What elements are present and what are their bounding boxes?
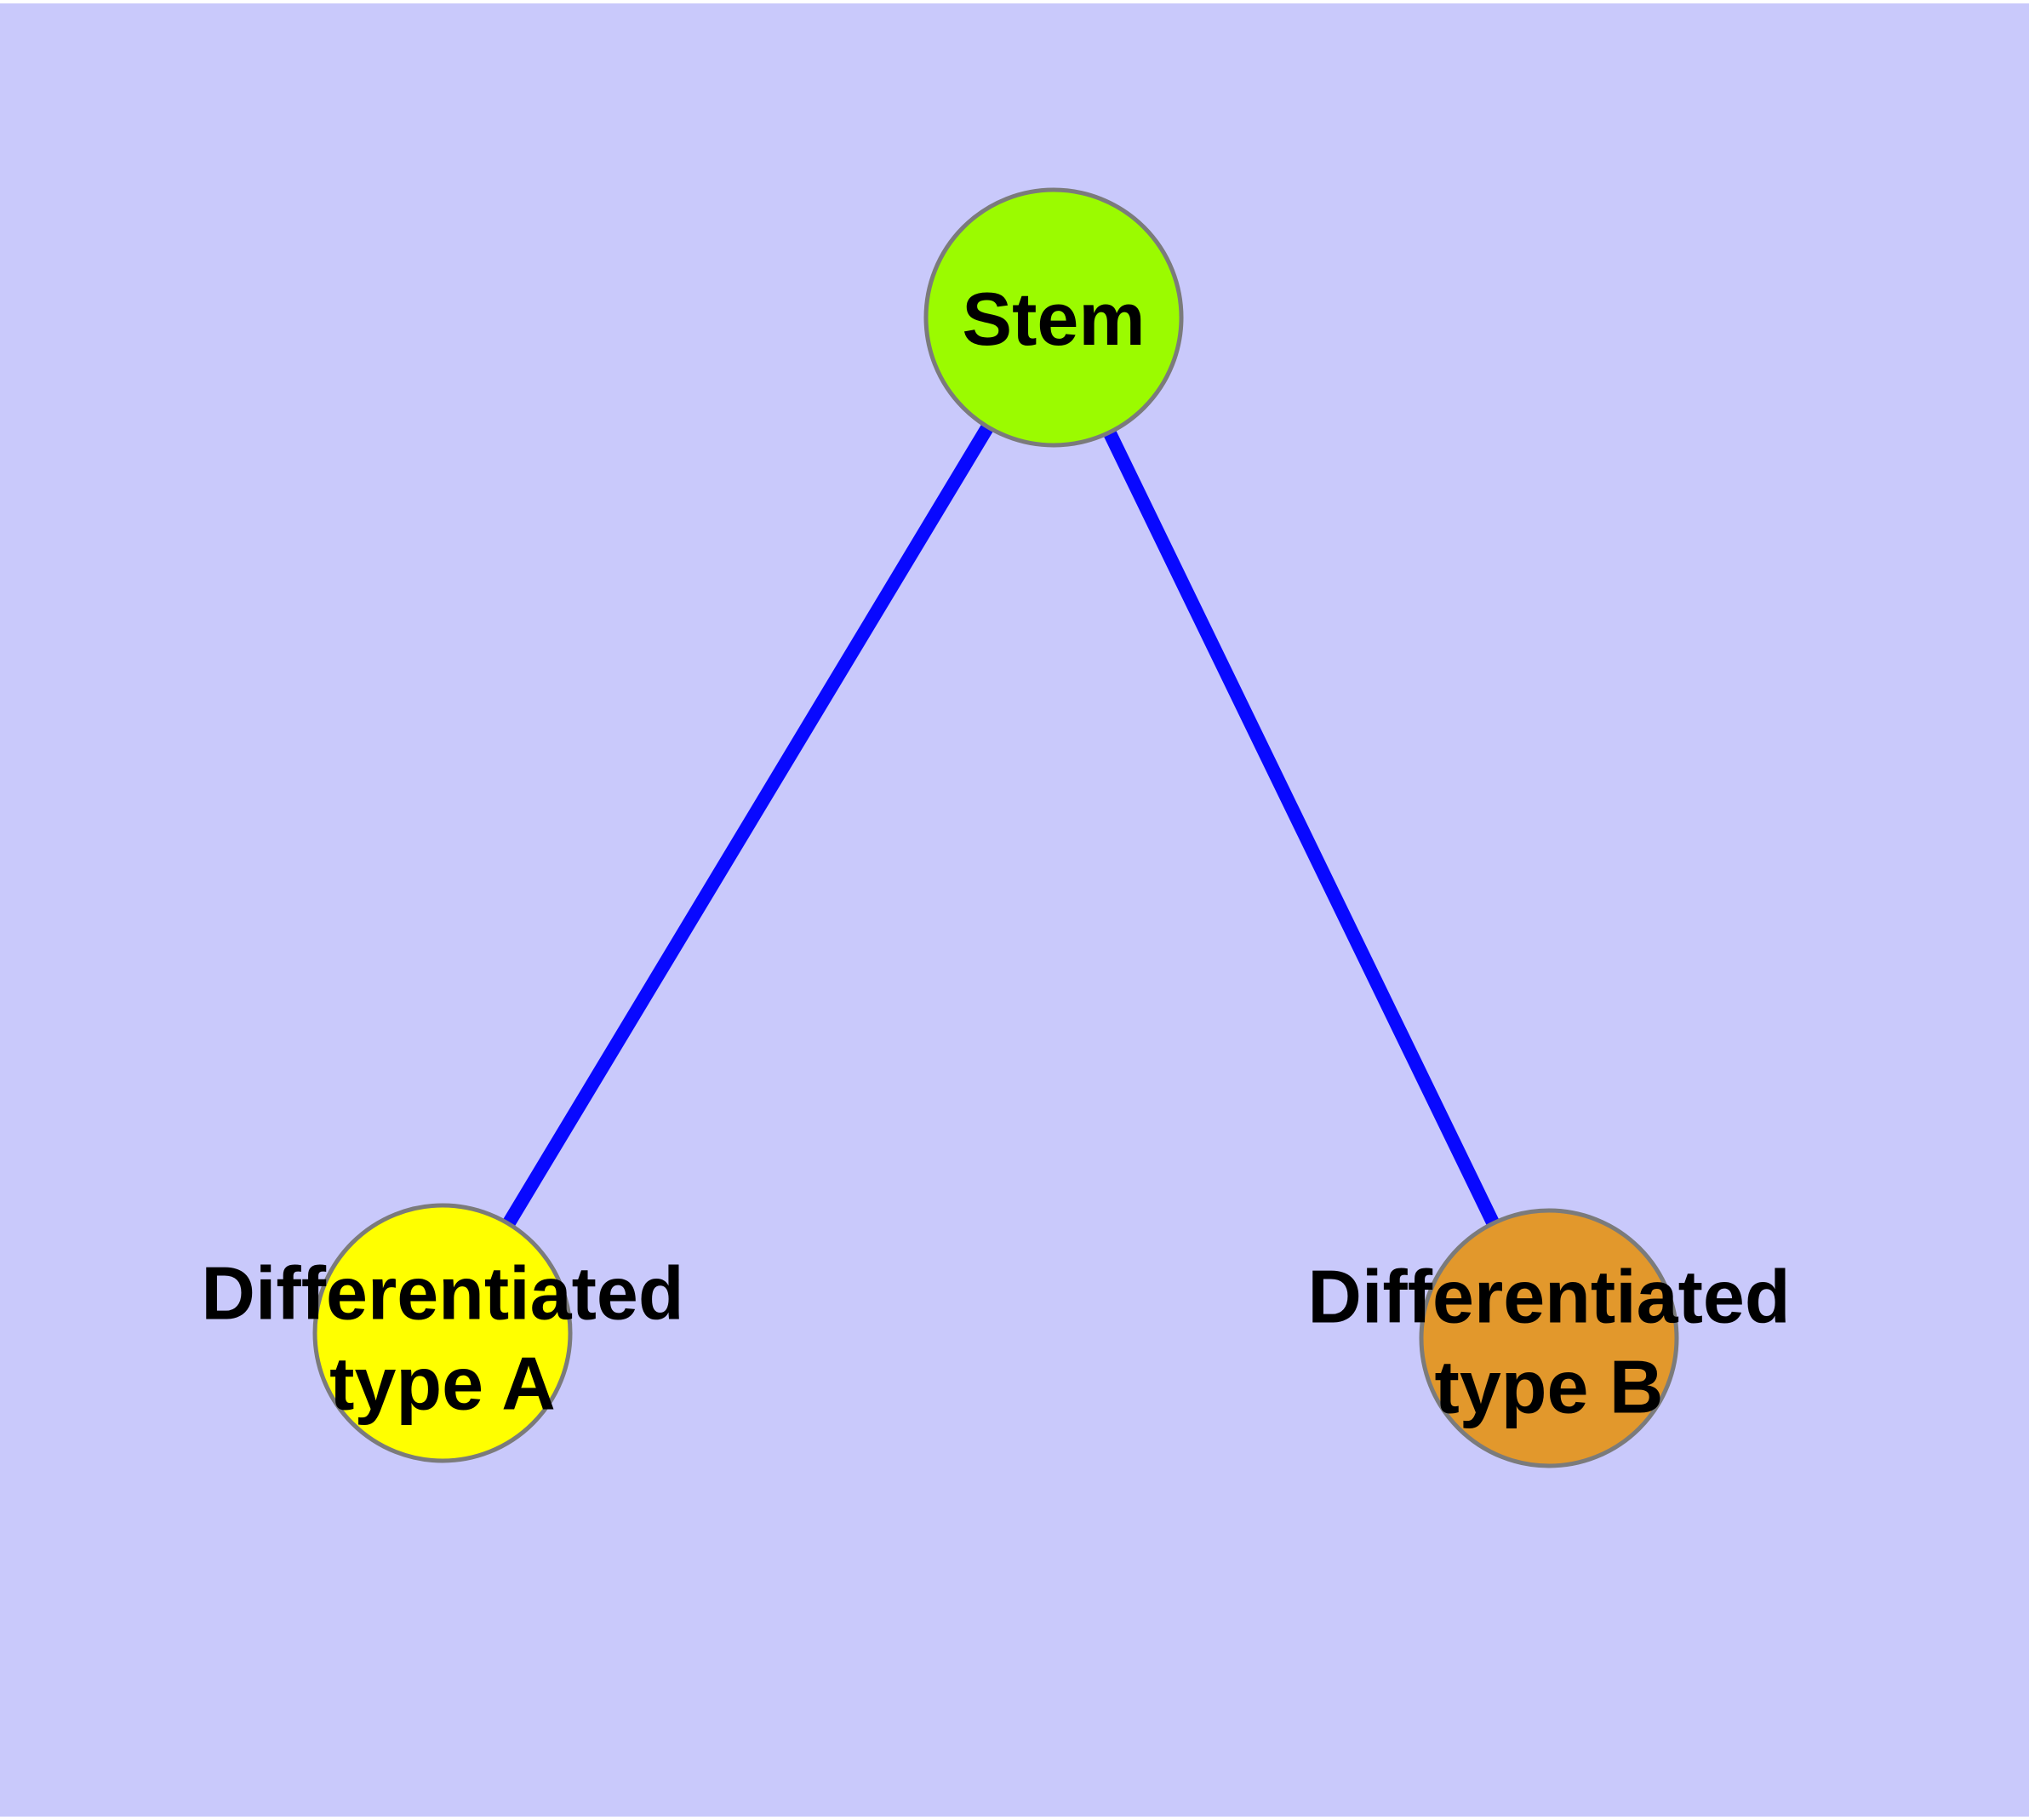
node-stem-label: Stem	[962, 274, 1145, 364]
node-type-a-label-line1: Differentiated	[201, 1251, 684, 1336]
node-type-b-label-line1: Differentiated	[1307, 1254, 1791, 1339]
node-type-a-label: Differentiated type A	[201, 1248, 683, 1428]
node-type-a-circle	[312, 1203, 573, 1463]
node-stem-circle	[923, 187, 1184, 448]
edge-stem-to-type-a	[437, 313, 1060, 1337]
node-type-b-label: Differentiated type B	[1307, 1251, 1790, 1431]
node-type-b-circle	[1419, 1208, 1679, 1468]
node-type-a-label-line2: type A	[329, 1341, 556, 1425]
node-type-b-label-line2: type B	[1434, 1344, 1664, 1428]
node-stem-label-line1: Stem	[962, 277, 1146, 362]
edge-stem-to-type-b	[1047, 314, 1556, 1342]
